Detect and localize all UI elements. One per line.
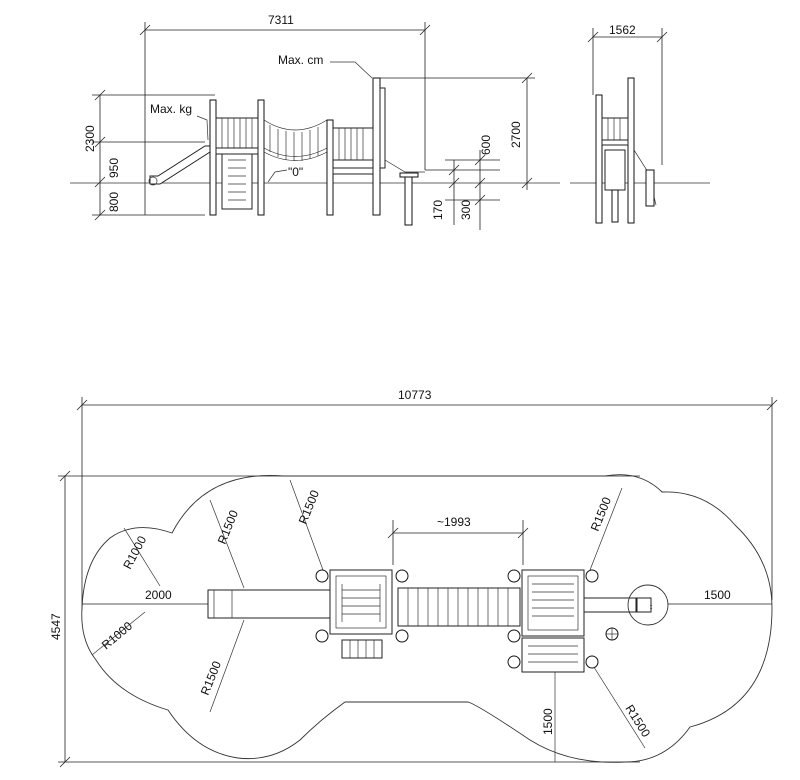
bridge-deck [263, 147, 328, 157]
end-elevation: 1562 [570, 23, 710, 224]
dim-300: 300 [459, 200, 473, 220]
dim-bridge-length: ~1993 [437, 515, 471, 529]
tower-platform [601, 139, 629, 146]
post-footprint [507, 655, 521, 669]
tower-deck-plan [329, 569, 393, 635]
dim-total-width: 4547 [49, 613, 63, 640]
tower-deck-plan [521, 569, 585, 637]
leader-line [267, 169, 288, 183]
radius-r1500-c: R1500 [198, 659, 224, 697]
bridge-rope-top [263, 119, 328, 131]
dim-170: 170 [431, 200, 445, 220]
tower-rail [379, 87, 386, 169]
post-footprint [395, 569, 409, 583]
plan-view: 10773 4547 R1500 R1500 R1000 R1000 R1500… [49, 388, 778, 768]
post-footprint [395, 629, 409, 643]
dim-1500-right: 1500 [704, 588, 731, 602]
post-footprint [507, 569, 521, 583]
zero-level-label: "0" [288, 165, 303, 179]
ladder-plan [341, 639, 383, 659]
side-post [645, 169, 655, 207]
post-footprint [315, 629, 329, 643]
tower-panel [215, 117, 259, 149]
dim-2000: 2000 [145, 588, 172, 602]
dim-2700: 2700 [509, 121, 523, 148]
radius-r1000-top: R1000 [120, 533, 149, 571]
radius-r1500-d: R1500 [588, 495, 614, 533]
arrow-icon: ↕ [649, 602, 653, 611]
dim-end-width: 1562 [609, 23, 636, 37]
dim-side-width: 7311 [268, 13, 294, 27]
step-post [404, 176, 413, 226]
climbing-panel [604, 149, 626, 191]
max-kg-label: Max. kg [150, 102, 192, 116]
tower-post [326, 119, 334, 216]
post-footprint [315, 569, 329, 583]
dim-2300: 2300 [83, 125, 97, 152]
tower-post [209, 99, 217, 216]
dim-1500-bottom: 1500 [541, 708, 555, 735]
tower-deck-plan [521, 637, 585, 673]
steering-wheel-icon [605, 627, 619, 641]
post-footprint [507, 629, 521, 643]
slide-plan [207, 589, 331, 619]
climbing-panel [221, 153, 253, 210]
radius-r1500-e: R1500 [622, 702, 653, 740]
side-elevation: 7311 2300 950 800 Max. kg [70, 13, 560, 230]
tower-platform [215, 147, 259, 155]
tower-platform [332, 167, 374, 175]
dim-600: 600 [479, 135, 493, 155]
tower-post [257, 99, 265, 216]
tower-post [372, 77, 381, 216]
leader-line [330, 61, 373, 79]
step-zone [627, 584, 669, 626]
tower-panel [601, 117, 629, 141]
bridge-plan [397, 587, 521, 627]
radius-r1500-a: R1500 [215, 508, 241, 546]
tower-post [627, 77, 635, 224]
tower-post [595, 94, 603, 224]
leader-line [196, 115, 209, 141]
radius-r1000-left: R1000 [99, 619, 135, 653]
post-footprint [585, 569, 599, 583]
step-platform [399, 172, 419, 178]
ramp-plan [583, 597, 637, 613]
tower-post [611, 189, 619, 223]
tower-panel [332, 127, 374, 161]
step-platform-plan [636, 597, 652, 613]
access-ramp [384, 159, 425, 173]
max-cm-label: Max. cm [278, 53, 323, 67]
safety-zone-outline [81, 474, 773, 763]
post-footprint [585, 655, 599, 669]
slide [149, 145, 211, 185]
dim-total-length: 10773 [398, 388, 432, 402]
dim-800: 800 [107, 192, 121, 212]
dim-950: 950 [107, 158, 121, 178]
